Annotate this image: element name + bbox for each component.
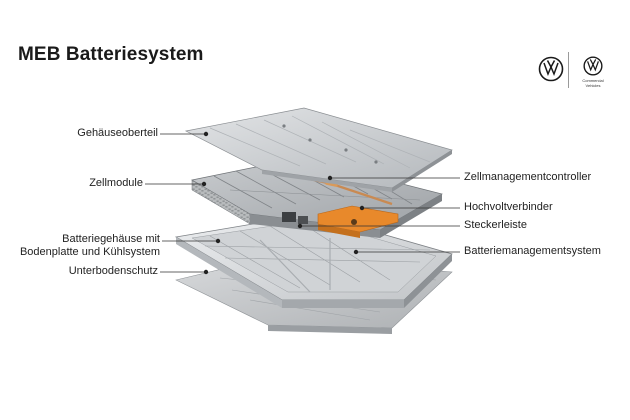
label-connector-strip: Steckerleiste (464, 219, 527, 231)
label-cell-mgmt-controller: Zellmanagementcontroller (464, 171, 592, 183)
leader-dots (201, 131, 365, 275)
page-title: MEB Batteriesystem (18, 44, 204, 65)
label-battery-housing-line2: Bodenplatte und Kühlsystem (19, 246, 160, 258)
label-battery-housing-line1: Batteriegehäuse mit (62, 233, 160, 245)
housing-top-cover (184, 107, 453, 192)
logo-divider (568, 52, 569, 88)
leader-lines (145, 133, 460, 273)
label-underbody: Unterbodenschutz (68, 265, 158, 277)
cell-modules-stack (191, 157, 443, 238)
vw-logo-icon (538, 56, 564, 82)
label-housing-top: Gehäuseoberteil (77, 127, 158, 139)
logo-caption: Commercial Vehicles (582, 78, 604, 88)
label-bms: Batteriemanagementsystem (464, 245, 601, 257)
vw-commercial-logo-icon (583, 56, 603, 76)
label-hv-connector: Hochvoltverbinder (464, 201, 553, 213)
logo-group: Commercial Vehicles (536, 52, 616, 88)
label-cell-modules: Zellmodule (89, 177, 143, 189)
